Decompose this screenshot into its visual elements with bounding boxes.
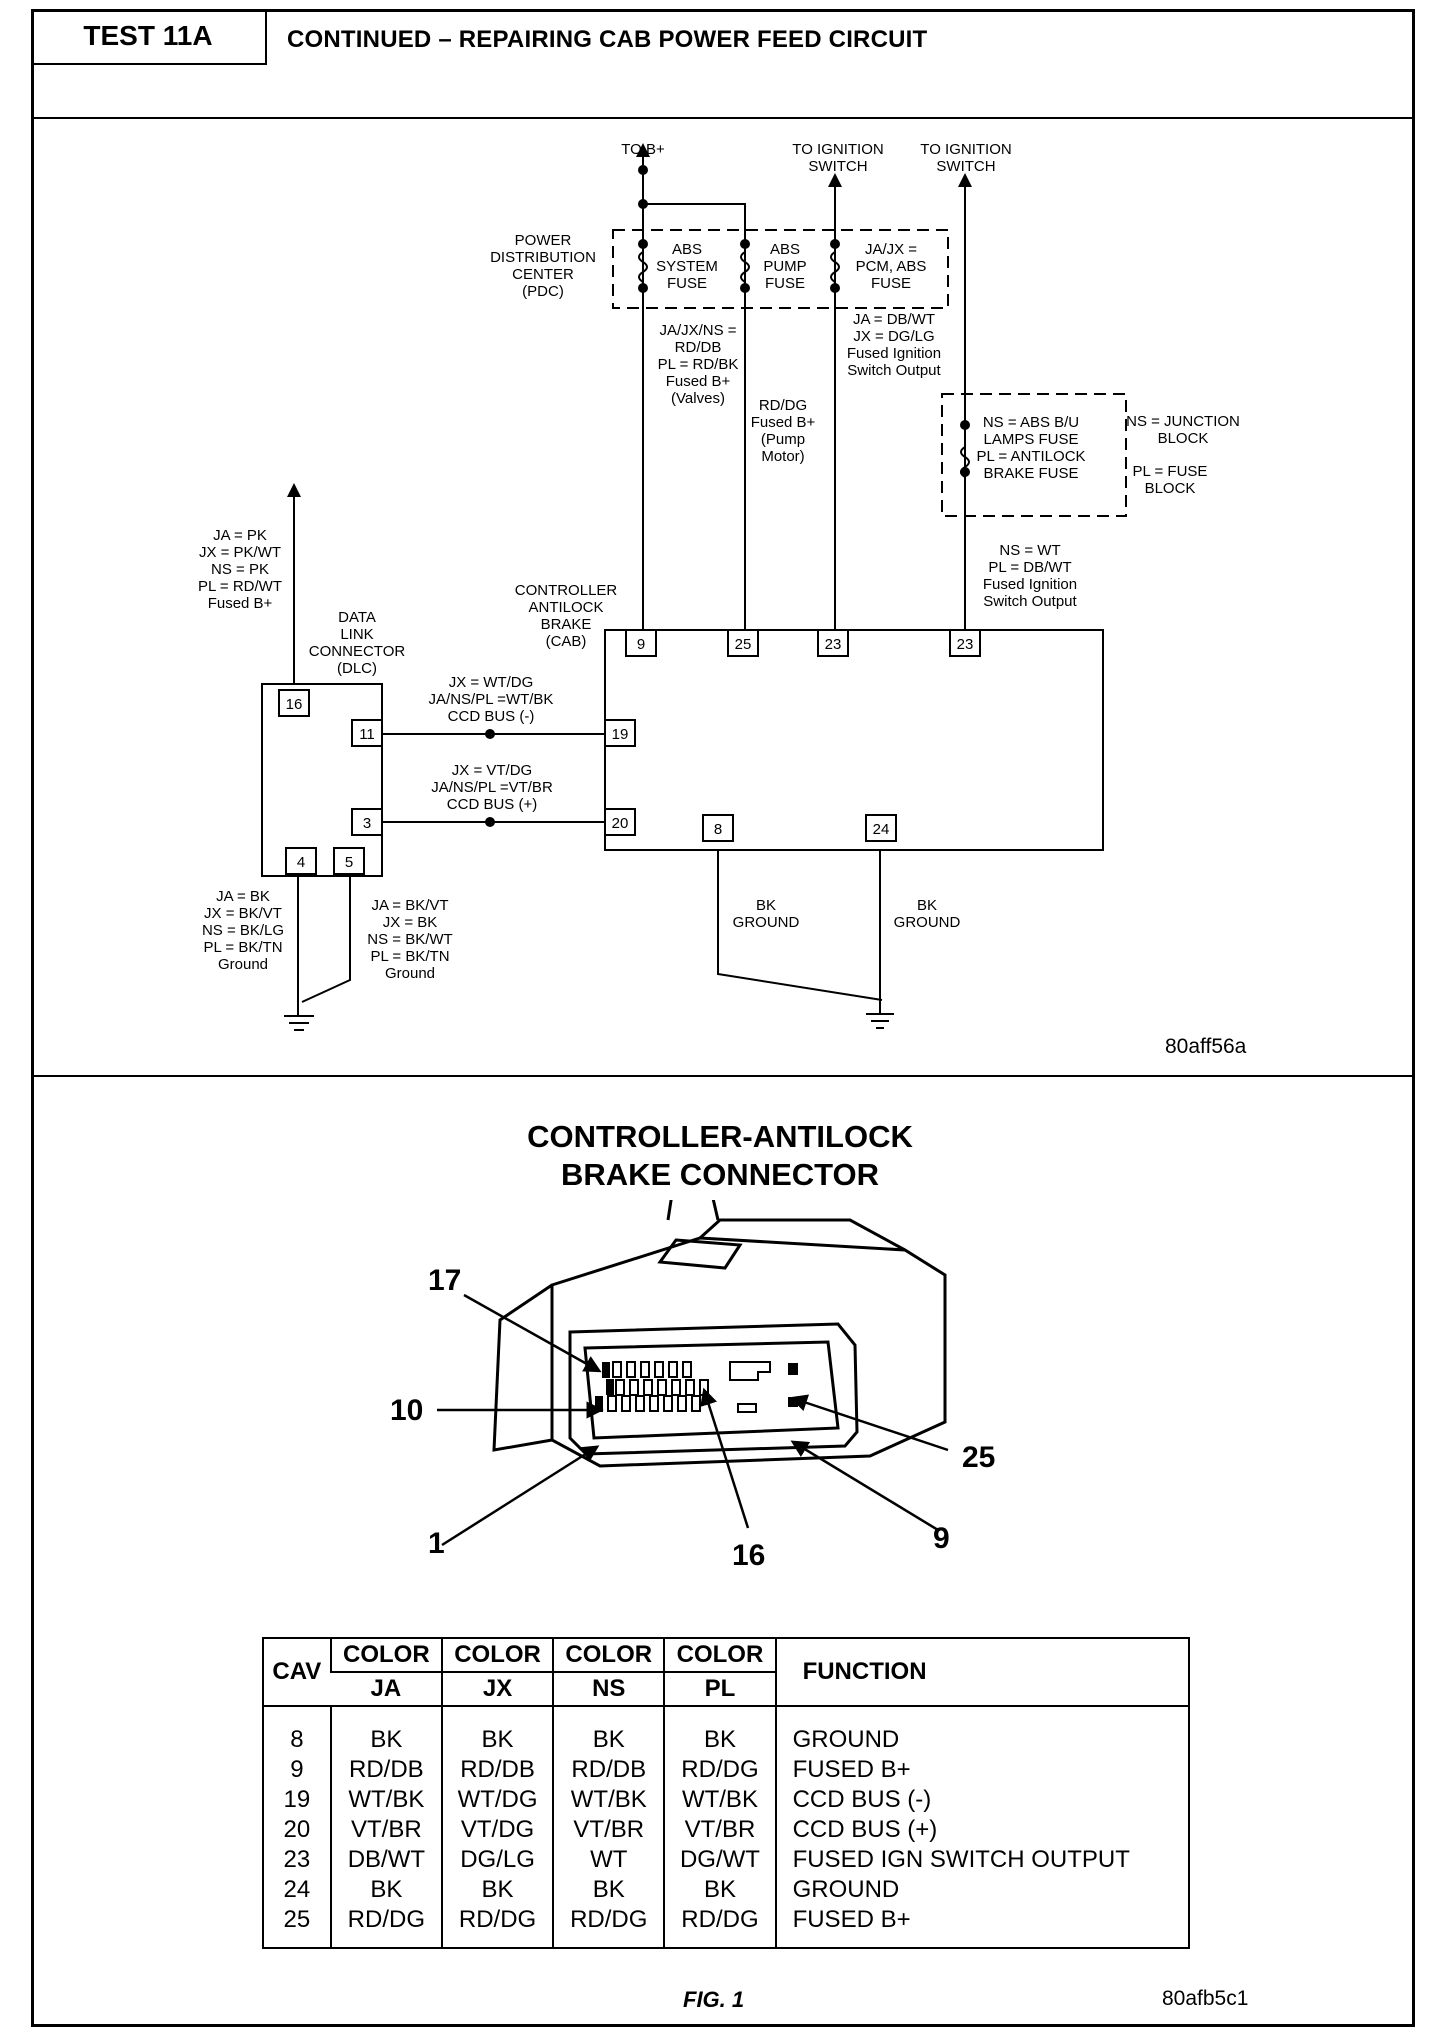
cav-column: 8 9 19 20 23 24 25 xyxy=(283,1726,311,1933)
dlc-pin-4: 4 xyxy=(297,854,305,871)
cab-pin-9: 9 xyxy=(637,636,645,653)
subheader-ns: NS xyxy=(552,1672,665,1707)
dlc-pin-3: 3 xyxy=(363,815,371,832)
callout-line-1 xyxy=(441,1445,600,1547)
cab-pin-23b: 23 xyxy=(957,636,974,653)
connector-illustration: 17 10 1 16 25 9 xyxy=(390,1200,995,1572)
figure-label: FIG. 1 xyxy=(683,1987,745,2012)
function-column: GROUND FUSED B+ CCD BUS (-) CCD BUS (+) … xyxy=(774,1706,1189,1948)
callout-line-25 xyxy=(789,1394,949,1452)
header-cav: CAV xyxy=(263,1638,331,1707)
abs-pump-fuse-symbol xyxy=(740,251,750,283)
dlc-ground-wire-5 xyxy=(301,876,351,1003)
cab-box xyxy=(604,629,1104,851)
cab-pin-25: 25 xyxy=(735,636,752,653)
test-label: TEST 11A xyxy=(31,9,267,65)
subheader-pl: PL xyxy=(663,1672,776,1707)
callout-25: 25 xyxy=(962,1441,995,1474)
abs-system-fuse-symbol xyxy=(638,251,648,283)
connector-title: CONTROLLER-ANTILOCK BRAKE CONNECTOR xyxy=(527,1119,913,1192)
connector-housing xyxy=(550,1236,947,1468)
section-divider xyxy=(31,1075,1415,1077)
callout-line-16 xyxy=(700,1387,750,1529)
header-function: FUNCTION xyxy=(774,1638,1189,1707)
page-title: CONTINUED – REPAIRING CAB POWER FEED CIR… xyxy=(287,26,928,53)
callout-1: 1 xyxy=(428,1527,445,1560)
cab-pin-23a: 23 xyxy=(825,636,842,653)
header-color-ja: COLOR xyxy=(329,1638,442,1673)
cab-pin-24: 24 xyxy=(873,821,890,838)
wiring-schematic: 9 25 23 23 19 20 8 24 16 11 3 4 5 TO B+ … xyxy=(198,141,1240,1031)
connector-face xyxy=(568,1322,859,1456)
cab-pin-19: 19 xyxy=(612,726,629,743)
header-divider xyxy=(31,117,1415,119)
dlc-pin-11: 11 xyxy=(359,726,375,743)
pin-function-table: CAV COLOR COLOR COLOR COLOR FUNCTION JA … xyxy=(262,1637,1190,1949)
ja-color-column: BK RD/DB WT/BK VT/BR DB/WT BK RD/DG xyxy=(329,1706,442,1948)
callout-10: 10 xyxy=(390,1394,423,1427)
subheader-jx: JX xyxy=(440,1672,554,1707)
pl-color-column: BK RD/DG WT/BK VT/BR DG/WT BK RD/DG xyxy=(663,1706,776,1948)
header-color-jx: COLOR xyxy=(440,1638,554,1673)
callout-16: 16 xyxy=(732,1539,765,1572)
junction-block-box xyxy=(941,393,1127,517)
dlc-pin-5: 5 xyxy=(345,854,353,871)
cab-pin-8: 8 xyxy=(714,821,722,838)
pdc-box xyxy=(612,229,949,309)
callout-line-9 xyxy=(790,1440,939,1532)
to-b-plus-label: TO B+ xyxy=(621,141,665,158)
page-frame xyxy=(31,9,1415,2027)
callout-9: 9 xyxy=(933,1522,950,1555)
cab-pin-20: 20 xyxy=(612,815,629,832)
pcm-abs-fuse-symbol xyxy=(830,251,840,283)
callout-line-17 xyxy=(463,1293,602,1373)
jx-color-column: BK RD/DB WT/DG VT/DG DG/LG BK RD/DG xyxy=(440,1706,554,1948)
header-color-pl: COLOR xyxy=(663,1638,776,1673)
pump-feed-wire xyxy=(643,203,746,630)
dlc-pin-16: 16 xyxy=(286,696,303,713)
schematic-figure-id: 80aff56a xyxy=(1165,1035,1247,1058)
dlc-box xyxy=(261,683,383,877)
callout-17: 17 xyxy=(428,1264,461,1297)
cab-ground-wire-8 xyxy=(717,850,883,1001)
ns-color-column: BK RD/DB WT/BK VT/BR WT BK RD/DG xyxy=(552,1706,665,1948)
subheader-ja: JA xyxy=(330,1672,442,1707)
connector-figure-id: 80afb5c1 xyxy=(1162,1987,1249,2010)
header-color-ns: COLOR xyxy=(552,1638,665,1673)
